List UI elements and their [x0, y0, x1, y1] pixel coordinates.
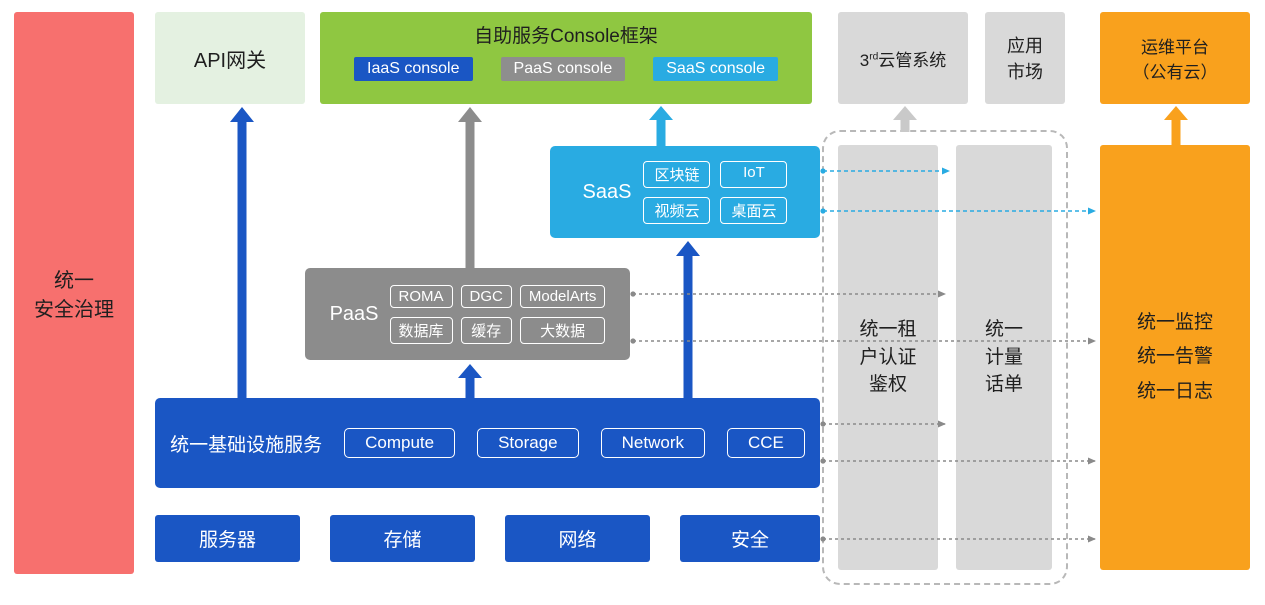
console-chip-row: IaaS console PaaS console SaaS console	[354, 57, 778, 81]
arrow-infra-to-api-gateway	[230, 107, 254, 398]
saas-items: 区块链 IoT 视频云 桌面云	[643, 160, 788, 224]
arrow-auth-to-third-party	[893, 106, 917, 132]
paas-item-roma: ROMA	[389, 284, 453, 308]
network-box: 网络	[505, 515, 650, 562]
third-party-label-prefix: 3	[859, 50, 870, 70]
infra-item-cce: CCE	[727, 428, 805, 458]
saas-layer-label: SaaS	[582, 180, 632, 203]
third-party-cloud-mgmt-box: 3rd云管系统	[838, 12, 968, 104]
network-label: 网络	[558, 530, 597, 551]
paas-console-chip: PaaS console	[500, 57, 626, 81]
saas-item-video-cloud: 视频云	[643, 196, 711, 224]
om-platform-box: 运维平台 （公有云）	[1100, 12, 1250, 104]
console-framework-title: 自助服务Console框架	[474, 26, 658, 47]
storage-box: 存储	[330, 515, 475, 562]
console-framework: 自助服务Console框架 IaaS console PaaS console …	[320, 12, 812, 104]
paas-layer-label: PaaS	[329, 302, 379, 325]
tenant-auth-bar: 统一租 户认证 鉴权	[838, 145, 938, 570]
infra-item-compute: Compute	[344, 428, 456, 458]
metering-label: 统一 计量 话单	[984, 319, 1023, 396]
arrow-monitoring-to-om-platform	[1164, 106, 1188, 146]
api-gateway-box: API网关	[155, 12, 305, 104]
paas-item-bigdata: 大数据	[519, 316, 606, 344]
arrow-infra-to-paas	[458, 364, 482, 398]
arrow-saas-to-console	[649, 106, 673, 146]
infrastructure-items: Compute Storage Network CCE	[344, 428, 805, 458]
paas-items: ROMA DGC ModelArts 数据库 缓存 大数据	[389, 284, 606, 344]
metering-bar: 统一 计量 话单	[956, 145, 1052, 570]
infrastructure-box: 统一基础设施服务 Compute Storage Network CCE	[155, 398, 820, 488]
third-party-label-sup: rd	[869, 50, 879, 62]
third-party-label: 3rd云管系统	[860, 46, 947, 71]
iaas-console-chip: IaaS console	[354, 57, 473, 81]
saas-item-blockchain: 区块链	[643, 160, 711, 188]
paas-item-modelarts: ModelArts	[519, 284, 606, 308]
server-box: 服务器	[155, 515, 300, 562]
api-gateway-label: API网关	[193, 49, 267, 72]
security-label: 安全	[730, 530, 769, 551]
infrastructure-label: 统一基础设施服务	[170, 434, 323, 456]
paas-item-dgc: DGC	[460, 284, 512, 308]
security-box: 安全	[680, 515, 820, 562]
om-platform-label: 运维平台 （公有云）	[1132, 38, 1218, 82]
dot-paas-1	[630, 291, 636, 297]
dot-paas-2	[630, 338, 636, 344]
infra-item-network: Network	[600, 428, 705, 458]
saas-console-chip: SaaS console	[653, 57, 778, 81]
security-governance-label: 统一 安全治理	[34, 270, 114, 321]
saas-layer-box: SaaS 区块链 IoT 视频云 桌面云	[550, 146, 820, 238]
paas-layer-box: PaaS ROMA DGC ModelArts 数据库 缓存 大数据	[305, 268, 630, 360]
tenant-auth-label: 统一租 户认证 鉴权	[859, 319, 917, 396]
app-market-box: 应用 市场	[985, 12, 1065, 104]
infra-item-storage: Storage	[477, 428, 579, 458]
app-market-label: 应用 市场	[1007, 36, 1043, 82]
third-party-label-suffix: 云管系统	[878, 50, 947, 70]
paas-item-cache: 缓存	[460, 316, 512, 344]
saas-item-desktop-cloud: 桌面云	[720, 196, 788, 224]
storage-label: 存储	[383, 530, 422, 551]
server-label: 服务器	[198, 530, 256, 551]
saas-item-iot: IoT	[720, 160, 788, 188]
monitoring-label: 统一监控 统一告警 统一日志	[1136, 312, 1213, 402]
arrow-infra-to-saas	[676, 241, 700, 398]
security-governance-bar: 统一 安全治理	[14, 12, 134, 574]
common-services-group	[822, 130, 1068, 585]
monitoring-bar: 统一监控 统一告警 统一日志	[1100, 145, 1250, 570]
paas-item-database: 数据库	[389, 316, 453, 344]
arrow-paas-to-console	[458, 107, 482, 268]
